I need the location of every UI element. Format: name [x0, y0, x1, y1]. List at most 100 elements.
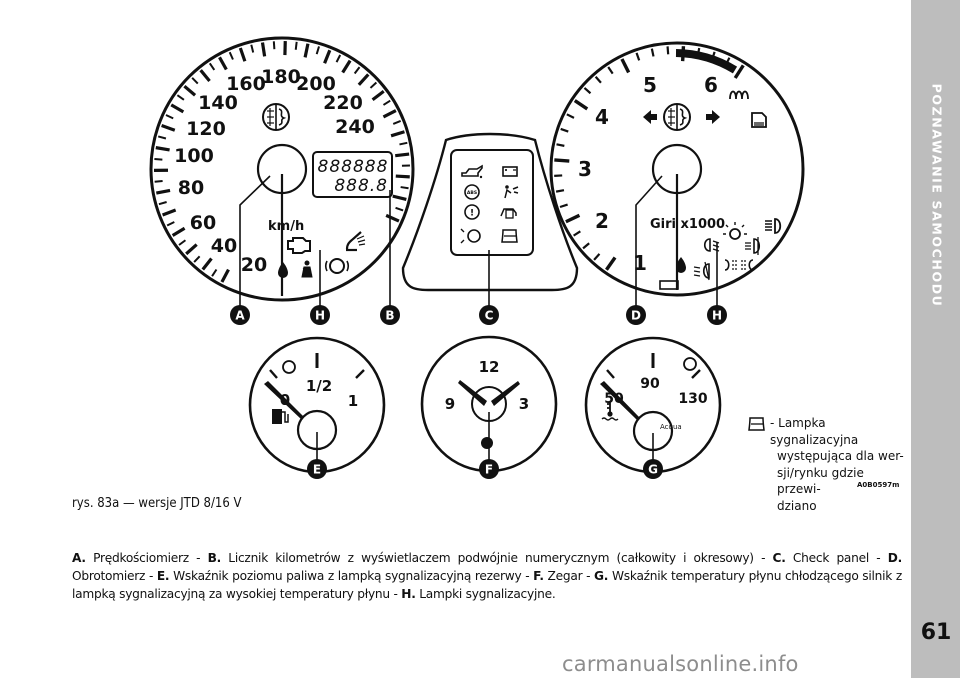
- temperature-warning-lamp-icon: [683, 357, 697, 371]
- fuel-reserve-lamp-icon: [282, 360, 296, 374]
- callout-f: F: [479, 459, 499, 479]
- optional-lamp-icon: [501, 229, 518, 243]
- speedometer-tick: [390, 130, 405, 138]
- speedometer-tick: [272, 41, 276, 50]
- speedometer-tick: [341, 59, 352, 74]
- speed-unit: km/h: [268, 219, 304, 234]
- tachometer-tick: [583, 87, 592, 95]
- side-lights-icon: [724, 259, 754, 271]
- speedometer-tick: [385, 213, 400, 223]
- speedometer-label: 140: [198, 92, 238, 114]
- abs-icon: ABS: [464, 184, 480, 200]
- speedometer-label: 180: [261, 66, 301, 88]
- check-panel-screen: [450, 149, 534, 256]
- tachometer-ticks: [554, 46, 745, 271]
- speedometer-tick: [161, 124, 176, 132]
- speedometer-label: 100: [174, 145, 214, 167]
- speedometer-tick: [395, 174, 410, 179]
- odometer-trip: 888.8: [334, 176, 388, 196]
- coolant-temp-icon: [601, 401, 619, 421]
- note-line-2: występująca dla wer-: [777, 449, 904, 463]
- speedometer-tick: [260, 42, 267, 57]
- speedometer-tick: [369, 81, 378, 89]
- tachometer-tick: [666, 46, 670, 55]
- water-in-fuel-icon: [751, 112, 767, 128]
- speedometer-tick: [158, 201, 167, 206]
- speedometer-tick: [392, 120, 402, 125]
- clock-label: 9: [445, 395, 455, 413]
- speedometer-tick: [154, 157, 163, 161]
- speedometer-label: 40: [211, 235, 237, 257]
- glow-plug-coil-icon: [729, 90, 749, 100]
- seatbelt-icon: [301, 260, 313, 278]
- speedometer-label: 80: [178, 177, 204, 199]
- front-fog-icon: [693, 261, 710, 281]
- clock-hour-hand: [458, 380, 487, 406]
- note-line-3: sji/rynku gdzie przewi-: [777, 465, 864, 497]
- tachometer-tick: [594, 76, 602, 84]
- tachometer-tick: [650, 48, 655, 57]
- tachometer-label: 1: [633, 251, 647, 275]
- svg-text:C: C: [485, 309, 494, 323]
- fuel-gauge-label: 1/2: [306, 377, 332, 395]
- check-panel: ABS !: [401, 132, 579, 292]
- callout-d: D: [626, 305, 646, 325]
- optional-lamp-note: - Lampka sygnalizacyjna występująca dla …: [770, 415, 910, 514]
- tachometer-tick: [605, 256, 617, 271]
- tachometer-tick: [559, 203, 568, 209]
- clock-set-button: [481, 437, 493, 449]
- temperature-gauge-label: 50: [604, 391, 624, 407]
- svg-text:H: H: [315, 309, 325, 323]
- tachometer-tick: [635, 52, 641, 61]
- speedometer-tick: [335, 54, 342, 63]
- turn-right-arrow-icon: [706, 110, 720, 124]
- speedometer-tick: [201, 257, 213, 271]
- speedometer-label: 160: [226, 73, 266, 95]
- high-beam-icon: [765, 218, 782, 234]
- temperature-unit: Acqua: [660, 423, 682, 431]
- fuel-gauge-label: 0: [280, 391, 290, 409]
- callout-b: B: [380, 305, 400, 325]
- speedometer-tick: [166, 221, 175, 227]
- speedometer: 888888 888.8 km/h: [149, 36, 415, 302]
- speedometer-tick: [208, 62, 216, 71]
- speedometer-tick: [183, 84, 197, 97]
- tachometer-tick: [560, 127, 569, 133]
- speedometer-tick: [303, 43, 310, 58]
- speedometer-tick: [395, 152, 410, 158]
- tachometer-tick: [620, 58, 631, 74]
- speedometer-tick: [199, 69, 211, 83]
- oil-can-icon: [461, 164, 483, 179]
- airbag-icon: [504, 185, 519, 199]
- tachometer-tick: [555, 189, 565, 193]
- speedometer-tick: [353, 66, 361, 75]
- svg-text:D: D: [631, 309, 641, 323]
- fuel-gauge-label: 1: [348, 392, 358, 410]
- battery-icon: [502, 166, 518, 177]
- speedometer-tick: [193, 255, 201, 263]
- speedometer-tick: [157, 135, 167, 140]
- svg-text:H: H: [712, 309, 722, 323]
- engine-warning-icon: [287, 237, 311, 254]
- speedometer-tick: [178, 239, 187, 246]
- callout-h: H: [310, 305, 330, 325]
- tachometer-tick: [733, 64, 745, 79]
- temperature-gauge-needle: [600, 381, 640, 421]
- tachometer-tick: [607, 66, 614, 75]
- speedometer-tick: [400, 186, 409, 190]
- speedometer-tick: [382, 109, 397, 119]
- turn-left-arrow-icon: [643, 110, 657, 124]
- speedometer-label: 240: [335, 116, 375, 138]
- callout-c: C: [479, 305, 499, 325]
- tachometer-tick: [593, 253, 601, 261]
- speedometer-tick: [185, 243, 198, 256]
- tachometer-tick: [556, 143, 565, 147]
- tachometer-label: 4: [595, 105, 609, 129]
- speedometer-tick: [165, 114, 174, 120]
- note-line-4: dziano: [777, 498, 817, 513]
- tachometer-label: 6: [704, 73, 718, 97]
- tachometer-label: 3: [578, 157, 592, 181]
- speedometer-label: 120: [186, 118, 226, 140]
